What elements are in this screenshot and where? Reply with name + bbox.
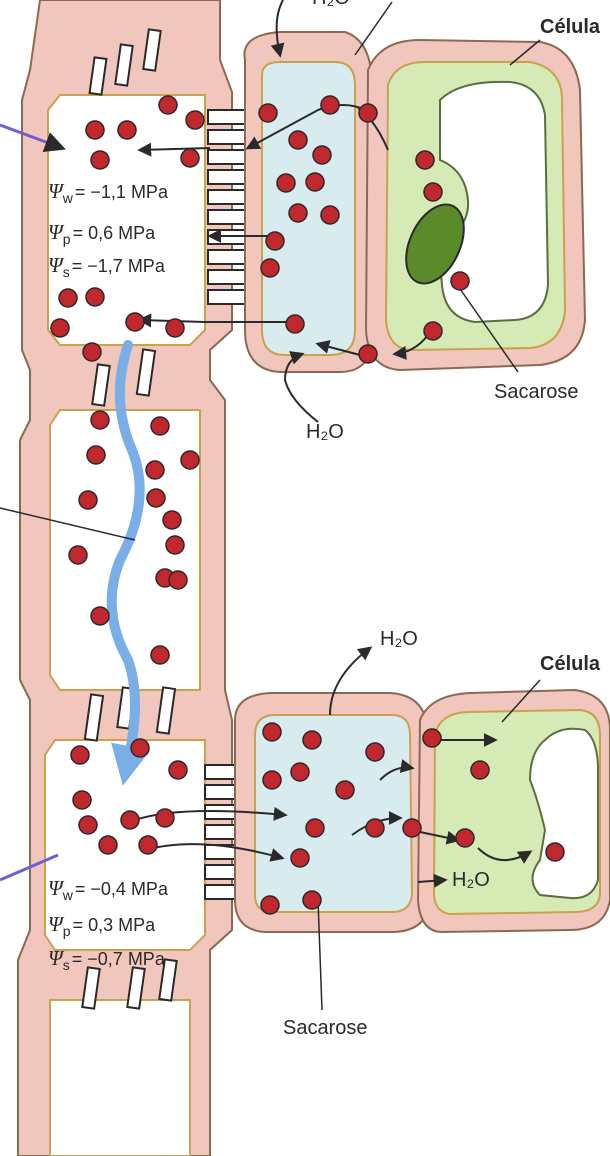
sucrose-molecule [261, 896, 279, 914]
sucrose-molecule [291, 849, 309, 867]
sucrose-molecule [359, 345, 377, 363]
sucrose-molecule [303, 891, 321, 909]
sink-vacuole [530, 729, 598, 898]
sucrose-molecule [424, 322, 442, 340]
sucrose-molecule [166, 536, 184, 554]
sucrose-molecule [59, 289, 77, 307]
h2o-label-sink-right: H₂O [452, 869, 490, 891]
sucrose-molecule [86, 288, 104, 306]
sucrose-molecule [118, 121, 136, 139]
sucrose-molecule [79, 491, 97, 509]
sucrose-molecule [79, 816, 97, 834]
sucrose-molecule [69, 546, 87, 564]
sucrose-molecule [87, 446, 105, 464]
sucrose-molecule [139, 836, 157, 854]
celula-label-top: Célula [540, 16, 601, 38]
h2o-label-top: H₂O [312, 0, 350, 9]
sucrose-molecule [471, 761, 489, 779]
sucrose-molecule [321, 96, 339, 114]
sieve-element-bottom [50, 1000, 190, 1156]
sacarose-label-bottom: Sacarose [283, 1017, 368, 1039]
sucrose-molecule [289, 204, 307, 222]
sucrose-molecule [306, 173, 324, 191]
sucrose-molecule [91, 151, 109, 169]
sucrose-molecule [359, 104, 377, 122]
sucrose-molecule [73, 791, 91, 809]
sucrose-molecule [266, 232, 284, 250]
sucrose-molecule [181, 451, 199, 469]
sucrose-molecule [416, 151, 434, 169]
sucrose-molecule [91, 607, 109, 625]
sucrose-molecule [456, 829, 474, 847]
sucrose-molecule [263, 771, 281, 789]
sucrose-molecule [277, 174, 295, 192]
sucrose-molecule [169, 571, 187, 589]
sucrose-molecule [51, 319, 69, 337]
sucrose-molecule [166, 319, 184, 337]
sucrose-molecule [169, 761, 187, 779]
sucrose-molecule [99, 836, 117, 854]
sucrose-molecule [83, 343, 101, 361]
h2o-label-sink-top: H₂O [380, 628, 418, 650]
h2o-label-source-bottom: H₂O [306, 421, 344, 443]
sucrose-molecule [159, 96, 177, 114]
sucrose-molecule [423, 729, 441, 747]
sucrose-molecule [147, 489, 165, 507]
sucrose-molecule [424, 183, 442, 201]
sucrose-molecule [163, 511, 181, 529]
sucrose-molecule [321, 206, 339, 224]
sucrose-molecule [186, 111, 204, 129]
sucrose-molecule [403, 819, 421, 837]
sucrose-molecule [181, 149, 199, 167]
sucrose-molecule [366, 819, 384, 837]
sucrose-molecule [121, 811, 139, 829]
sucrose-molecule [259, 104, 277, 122]
sucrose-molecule [286, 315, 304, 333]
sucrose-molecule [306, 819, 324, 837]
sink-cells [235, 690, 610, 932]
sucrose-molecule [303, 731, 321, 749]
sieve-tube [18, 0, 258, 1156]
sucrose-molecule [546, 843, 564, 861]
sucrose-molecule [91, 411, 109, 429]
sucrose-molecule [291, 763, 309, 781]
sucrose-molecule [261, 259, 279, 277]
sucrose-molecule [146, 461, 164, 479]
sucrose-molecule [263, 723, 281, 741]
sucrose-molecule [71, 746, 89, 764]
sucrose-molecule [366, 743, 384, 761]
sucrose-molecule [313, 146, 331, 164]
sucrose-molecule [126, 313, 144, 331]
sink-water-potentials: Ψw= −0,4 MPa Ψp= 0,3 MPa Ψs= −0,7 MPa [48, 876, 169, 973]
sucrose-molecule [156, 809, 174, 827]
sucrose-molecule [289, 131, 307, 149]
sucrose-molecule [151, 417, 169, 435]
sucrose-molecule [86, 121, 104, 139]
celula-label-bottom: Célula [540, 653, 601, 675]
sacarose-label-top: Sacarose [494, 381, 579, 403]
sucrose-molecule [336, 781, 354, 799]
sucrose-molecule [131, 739, 149, 757]
sucrose-molecule [151, 646, 169, 664]
sucrose-molecule [451, 272, 469, 290]
